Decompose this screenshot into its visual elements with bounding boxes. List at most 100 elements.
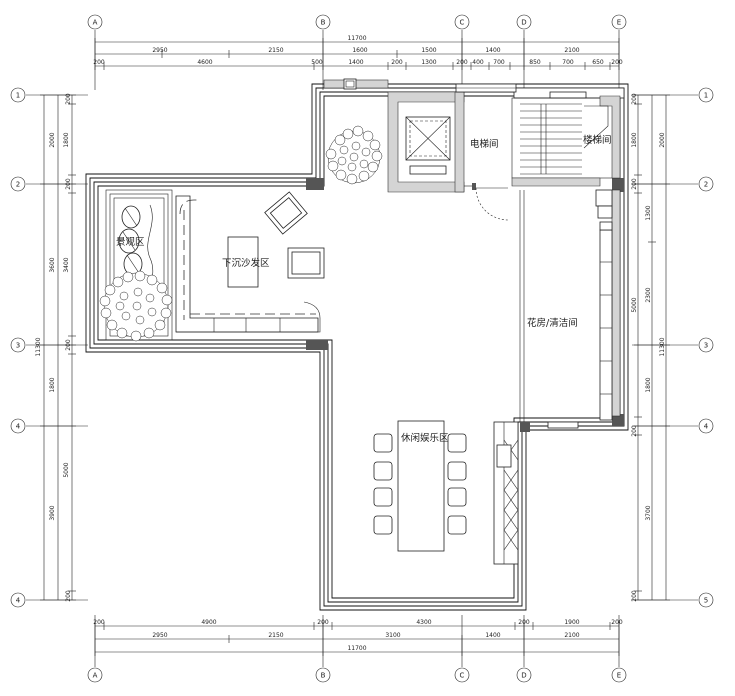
axis-label-a: A — [93, 19, 98, 27]
dim-top-r2-10: 850 — [529, 59, 541, 66]
dim-bot-r2-5: 2100 — [564, 632, 579, 639]
sink — [496, 444, 512, 468]
dim-bot-total: 11700 — [347, 645, 366, 652]
room-label-flower-room: 花房/清洁间 — [527, 317, 578, 329]
dim-right-4: 1300 — [645, 205, 652, 220]
dim-bot-6: 1900 — [564, 619, 579, 626]
chair — [447, 433, 467, 453]
dim-bot-7: 200 — [611, 619, 623, 626]
dim-right-9: 3700 — [645, 505, 652, 520]
axis-bubbles-bottom: A B C D E — [87, 667, 627, 683]
dim-left-total: 11300 — [35, 337, 42, 356]
window-bottom — [547, 421, 579, 429]
dim-bot-r2-2: 2150 — [268, 632, 283, 639]
axis-label-1: 1 — [16, 92, 20, 100]
dim-left-in-5: 200 — [65, 339, 72, 351]
leisure-area: 休闲娱乐区 — [373, 420, 579, 565]
dim-left-in-4: 3400 — [63, 257, 70, 272]
armchair-2 — [287, 247, 325, 279]
chair — [447, 515, 467, 535]
elevator-lobby-door — [475, 187, 509, 221]
axis-label-d: D — [521, 19, 526, 27]
coffee-table — [227, 236, 259, 288]
armchair-1 — [264, 191, 308, 235]
elevator-room: 电梯间 — [387, 91, 499, 193]
landscape-area: 景观区 — [99, 189, 173, 342]
room-label-sunken-sofa: 下沉沙发区 — [222, 257, 270, 269]
dim-top-r2-13: 200 — [611, 59, 623, 66]
dim-right-7: 1800 — [645, 377, 652, 392]
dim-left-in-6: 5000 — [63, 462, 70, 477]
axis-label-5-right: 5 — [704, 597, 708, 605]
dim-top-r2-8: 400 — [472, 59, 484, 66]
dim-top-r2-4: 1400 — [348, 59, 363, 66]
axis-label-3: 3 — [16, 342, 20, 350]
dim-left-in-2: 1800 — [63, 132, 70, 147]
dimensions-top — [94, 38, 620, 70]
dim-bot-4: 4300 — [416, 619, 431, 626]
chair — [373, 433, 393, 453]
dim-right-outer-total: 11300 — [659, 337, 666, 356]
axis-label-d-bottom: D — [521, 672, 526, 680]
dim-left-1: 2000 — [49, 132, 56, 147]
axis-label-2: 2 — [16, 181, 20, 189]
dim-bot-1: 200 — [93, 619, 105, 626]
axis-label-b: B — [321, 19, 326, 27]
dim-top-r2-5: 200 — [391, 59, 403, 66]
dim-bot-r2-3: 3100 — [385, 632, 400, 639]
dim-bot-r2-1: 2950 — [152, 632, 167, 639]
columns — [306, 178, 624, 432]
dim-top-4: 1500 — [421, 47, 436, 54]
flower-room: 花房/清洁间 — [519, 189, 621, 422]
dim-right-1: 200 — [631, 93, 638, 105]
tree-planter — [325, 125, 383, 185]
dim-top-r2-6: 1300 — [421, 59, 436, 66]
landscape-shrub — [99, 270, 173, 342]
dim-top-r2-7: 200 — [456, 59, 468, 66]
axis-label-4b: 4 — [16, 597, 21, 605]
dim-top-r2-11: 700 — [562, 59, 574, 66]
room-label-stair: 楼梯间 — [583, 134, 612, 146]
dimensions-left — [40, 94, 76, 601]
dim-right-8: 200 — [631, 425, 638, 437]
dining-table — [397, 420, 445, 552]
chair — [373, 487, 393, 507]
dim-top-r2-9: 700 — [493, 59, 505, 66]
dimensions-bottom — [94, 622, 620, 656]
room-label-elevator: 电梯间 — [470, 138, 499, 150]
dim-top-r2-1: 200 — [93, 59, 105, 66]
dim-left-in-3: 200 — [65, 178, 72, 190]
dim-right-5: 2300 — [645, 287, 652, 302]
axis-label-1-right: 1 — [704, 92, 708, 100]
dim-left-2: 3600 — [49, 257, 56, 272]
room-label-leisure: 休闲娱乐区 — [401, 432, 449, 444]
grid-lines — [26, 30, 698, 667]
chair — [373, 461, 393, 481]
dimension-labels-top: 11700 2950 2150 1600 1500 1400 2100 200 … — [93, 35, 623, 66]
dim-top-2: 2150 — [268, 47, 283, 54]
dim-bot-2: 4900 — [201, 619, 216, 626]
dimension-labels-right: 200 1800 200 1300 2300 5000 1800 200 370… — [631, 93, 666, 602]
axis-label-2-right: 2 — [704, 181, 708, 189]
dim-top-1: 2950 — [152, 47, 167, 54]
dim-left-3: 1800 — [49, 377, 56, 392]
axis-label-c-bottom: C — [460, 672, 465, 680]
axis-label-c: C — [460, 19, 465, 27]
chair — [373, 515, 393, 535]
axis-label-e-bottom: E — [617, 672, 621, 680]
dim-bot-5: 200 — [518, 619, 530, 626]
chair — [447, 461, 467, 481]
axis-label-e: E — [617, 19, 621, 27]
dim-left-in-7: 200 — [65, 590, 72, 602]
dim-right-outer-1: 2000 — [659, 132, 666, 147]
stair-window — [549, 91, 587, 99]
dim-right-3: 200 — [631, 178, 638, 190]
axis-bubbles-top: A B C D E — [87, 14, 627, 30]
cabinet-row — [599, 229, 613, 421]
chair — [447, 487, 467, 507]
dimension-labels-bottom: 200 4900 200 4300 200 1900 200 2950 2150… — [93, 619, 623, 652]
dim-left-in-1: 200 — [65, 93, 72, 105]
dim-top-r2-3: 500 — [311, 59, 323, 66]
axis-bubbles-left: 1 2 3 4 4 — [10, 87, 26, 608]
